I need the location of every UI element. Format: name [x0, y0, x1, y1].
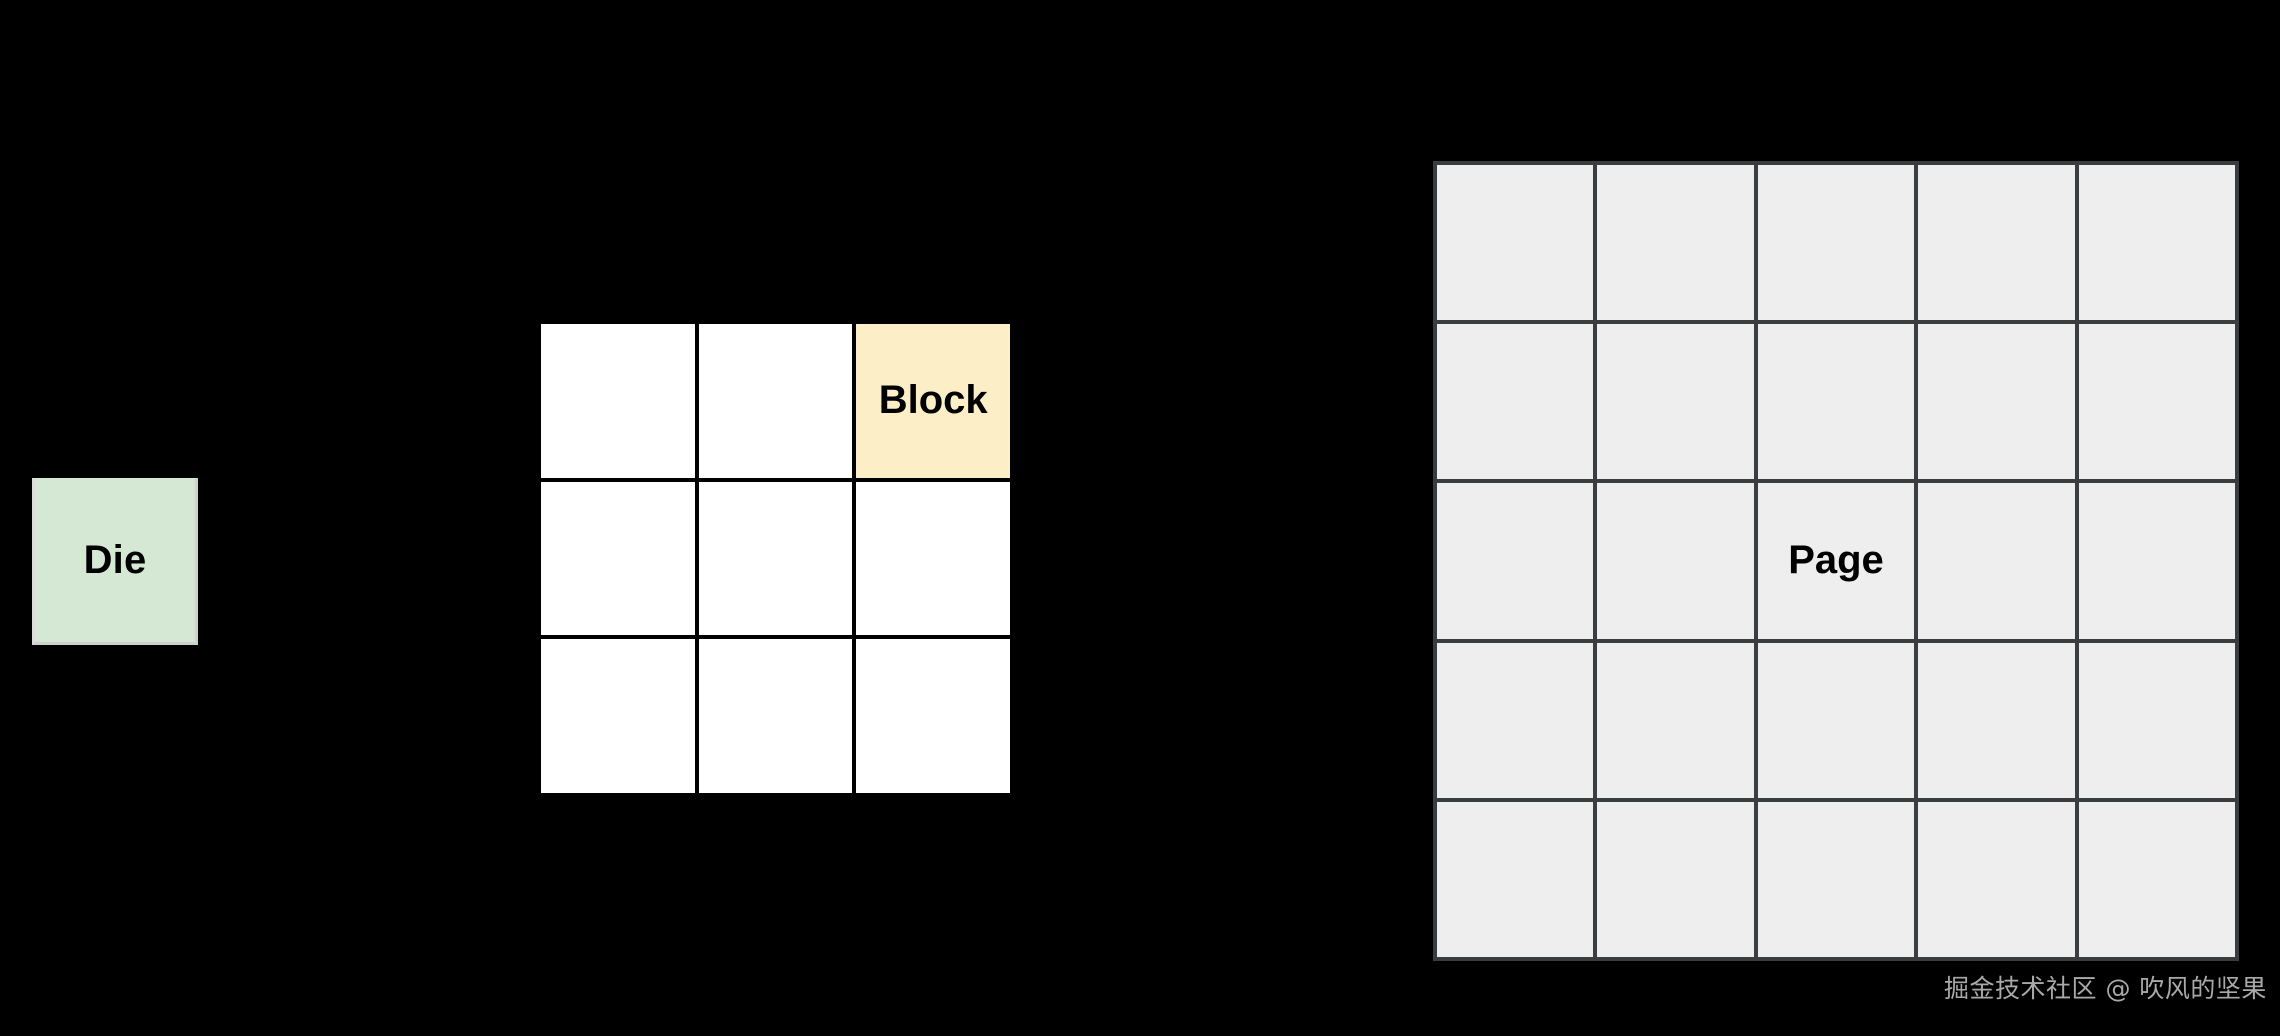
page-cell [1918, 324, 2075, 480]
block-cell [541, 481, 695, 636]
block-cell [698, 481, 853, 636]
block-cell [856, 639, 1010, 793]
page-cell [2078, 165, 2235, 321]
block-cell [541, 324, 695, 478]
page-cell [1757, 165, 1915, 321]
block-cell [541, 639, 695, 793]
page-cell [1918, 801, 2075, 957]
page-cell [1757, 642, 1915, 798]
page-cell [1757, 324, 1915, 480]
block-cell [698, 324, 853, 478]
page-cell [1597, 165, 1754, 321]
page-cell [1597, 324, 1754, 480]
page-cell [1437, 165, 1594, 321]
page-cell [2078, 801, 2235, 957]
page-cell [1597, 483, 1754, 639]
page-cell [1597, 801, 1754, 957]
page-cell [2078, 483, 2235, 639]
block-cell-label: Block [878, 378, 988, 423]
page-cell [1918, 483, 2075, 639]
page-cell [1918, 642, 2075, 798]
page-cell [2078, 324, 2235, 480]
block-cell-highlighted: Block [856, 324, 1010, 478]
page-grid: Page [1433, 161, 2239, 961]
die-label: Die [83, 537, 147, 582]
page-cell [2078, 642, 2235, 798]
watermark: 掘金技术社区 @ 吹风的坚果 [1944, 974, 2267, 1003]
page-cell [1918, 165, 2075, 321]
page-cell [1597, 642, 1754, 798]
page-cell [1437, 483, 1594, 639]
die-box: Die [32, 478, 198, 645]
block-cell [698, 639, 853, 793]
block-cell [856, 481, 1010, 636]
page-cell [1437, 801, 1594, 957]
page-cell [1437, 324, 1594, 480]
block-grid: Block [537, 320, 1014, 797]
page-cell [1757, 801, 1915, 957]
page-cell [1437, 642, 1594, 798]
page-cell-labeled: Page [1757, 483, 1915, 639]
page-cell-label: Page [1788, 538, 1884, 583]
